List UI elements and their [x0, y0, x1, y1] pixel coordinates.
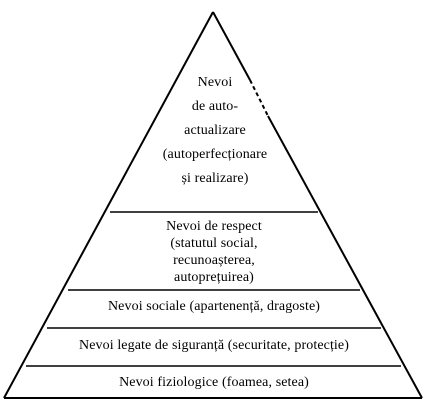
level-esteem-line-3: recunoașterea,	[173, 253, 255, 268]
pyramid-left-edge	[3, 11, 214, 399]
level-social-line-1: Nevoi sociale (apartenență, dragoste)	[107, 299, 321, 314]
level-safety-line-1: Nevoi legate de siguranță (securitate, p…	[79, 338, 349, 353]
level-physiological: Nevoi fiziologice (foamea, setea)	[74, 374, 354, 392]
level-self-actualization-line-2: de auto-	[191, 99, 239, 114]
pyramid-right-edge-upper	[212, 11, 251, 81]
level-self-actualization-line-1: Nevoi	[197, 75, 233, 90]
level-esteem-line-4: autoprețuirea)	[174, 270, 254, 285]
level-self-actualization-line-4: (autoperfecționare	[162, 147, 268, 162]
level-physiological-line-1: Nevoi fiziologice (foamea, setea)	[119, 375, 309, 390]
pyramid-right-edge-lower	[267, 115, 423, 399]
level-safety: Nevoi legate de siguranță (securitate, p…	[54, 337, 374, 355]
level-esteem-line-2: (statutul social,	[170, 236, 258, 251]
level-esteem-line-1: Nevoi de respect	[166, 219, 262, 234]
level-esteem: Nevoi de respect (statutul social, recun…	[129, 218, 299, 286]
level-self-actualization-line-5: și realizare)	[181, 171, 249, 186]
level-social: Nevoi sociale (apartenență, dragoste)	[74, 298, 354, 316]
level-self-actualization: Nevoi de auto- actualizare (autoperfecți…	[130, 71, 300, 191]
level-self-actualization-line-3: actualizare	[184, 123, 246, 138]
